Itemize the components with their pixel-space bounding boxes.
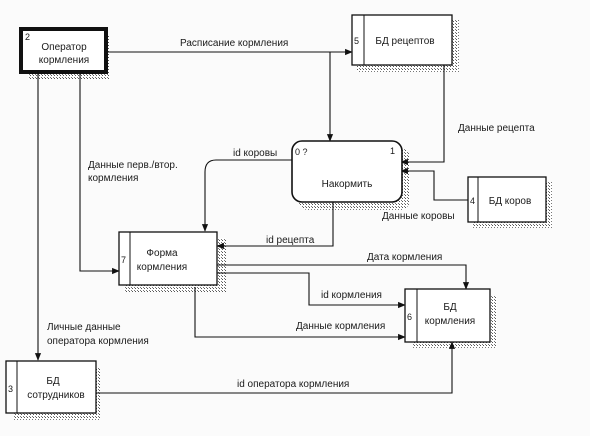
operator-id: 2 [25, 32, 30, 42]
flow-first-second-label-line2: кормления [88, 173, 138, 184]
flow-feeding-id-line[interactable] [214, 272, 406, 309]
flow-cow-id-label: id коровы [233, 148, 277, 159]
data-store-staff[interactable]: 3 БД сотрудников [5, 360, 97, 414]
cows-db-id: 4 [470, 196, 475, 206]
flow-feeding-data-label: Данные кормления [296, 321, 385, 332]
process-label: Накормить [322, 179, 373, 190]
flow-cow-data-label: Данные коровы [382, 211, 455, 222]
flow-schedule-label: Расписание кормления [180, 38, 288, 49]
flow-operator-id-label: id оператора кормления [237, 379, 349, 390]
staff-db-label-line1: БД [46, 376, 60, 387]
flow-labels: Расписание кормления Данные рецепта id к… [47, 38, 535, 390]
form-label-line1: Форма [146, 248, 178, 259]
operator-label-line2: кормления [39, 55, 89, 66]
staff-db-label-line2: сотрудников [27, 390, 84, 401]
flow-personal-data-label-line1: Личные данные [47, 322, 121, 333]
data-store-cows[interactable]: 4 БД коров [467, 176, 547, 223]
flow-first-second-line[interactable] [79, 70, 120, 275]
external-entity-operator[interactable]: 2 Оператор кормления [19, 27, 108, 74]
flow-operator-id-line[interactable] [96, 341, 456, 394]
flow-cow-id-line[interactable] [201, 159, 292, 232]
flow-recipe-data-line[interactable] [400, 64, 445, 166]
data-store-feeding[interactable]: 6 БД кормления [404, 288, 491, 343]
flow-personal-data-label-line2: оператора кормления [47, 336, 149, 347]
operator-label-line1: Оператор [41, 42, 87, 53]
form-label-line2: кормления [137, 262, 187, 273]
flow-feeding-date-line[interactable] [214, 264, 470, 290]
process-id: 0 ? [295, 147, 308, 157]
feeding-db-label-line1: БД [443, 302, 457, 313]
data-store-recipes[interactable]: 5 БД рецептов [351, 14, 453, 66]
flow-recipe-id-label: id рецепта [266, 235, 315, 246]
cows-db-label: БД коров [489, 196, 532, 207]
flow-recipe-id-line[interactable] [216, 202, 334, 250]
process-feed[interactable]: 0 ? 1 Накормить [291, 140, 403, 203]
process-corner-number: 1 [390, 146, 395, 156]
staff-db-id: 3 [8, 384, 13, 394]
flow-first-second-label-line1: Данные перв./втор. [88, 160, 178, 171]
recipes-db-id: 5 [354, 36, 359, 46]
flow-feeding-date-label: Дата кормления [367, 252, 442, 263]
flow-lines [34, 48, 470, 394]
flow-feeding-data-line[interactable] [194, 287, 406, 341]
flow-cow-data-line[interactable] [400, 167, 468, 201]
data-store-feeding-form[interactable]: 7 Форма кормления [118, 231, 218, 286]
feeding-db-label-line2: кормления [425, 316, 475, 327]
form-id: 7 [121, 255, 126, 265]
feeding-db-id: 6 [407, 312, 412, 322]
recipes-db-label: БД рецептов [375, 36, 434, 47]
flow-feeding-id-label: id кормления [321, 290, 382, 301]
flow-recipe-data-label: Данные рецепта [458, 123, 535, 134]
